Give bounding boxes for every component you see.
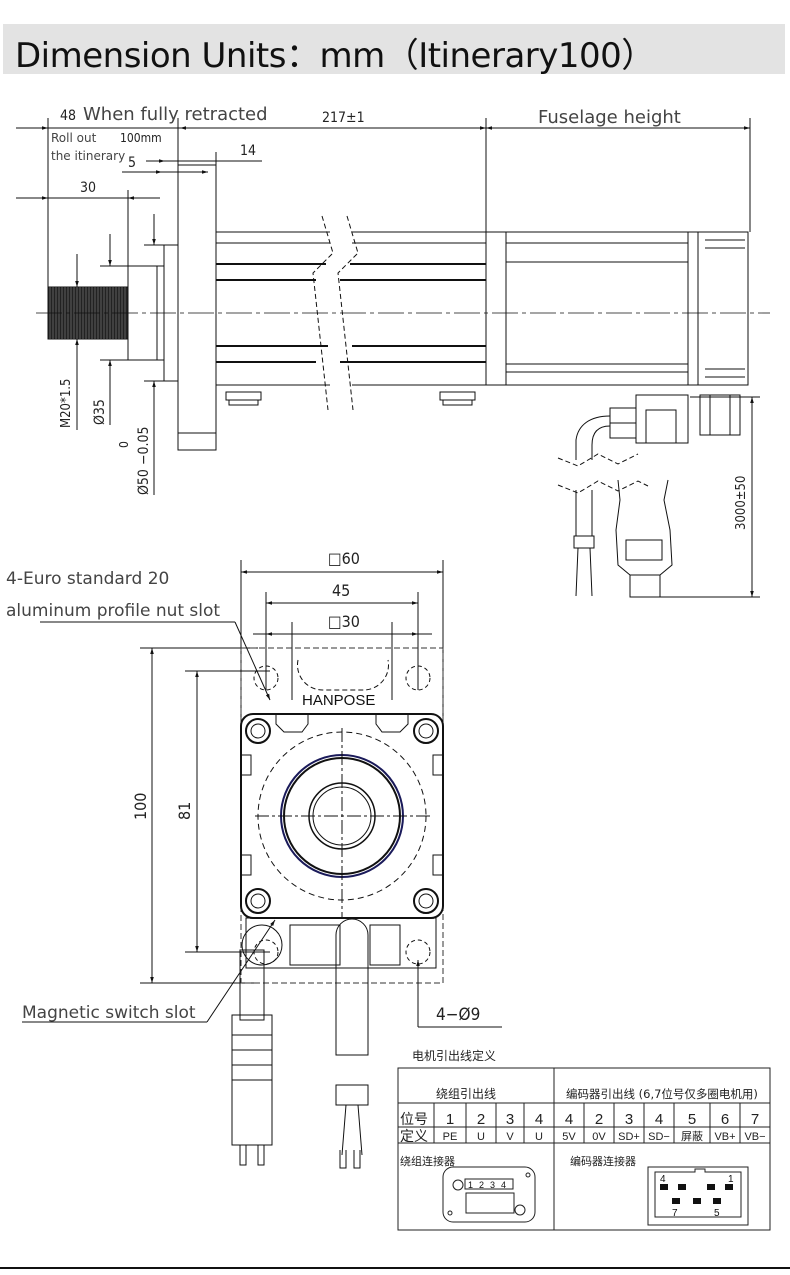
- winding-pin-label: 2: [479, 1180, 484, 1190]
- dim-thread: M20*1.5: [59, 379, 74, 428]
- pin-number-cell: 3: [625, 1111, 633, 1128]
- dim-total: 217±1: [322, 110, 365, 126]
- label-nut-slot-2: aluminum profile nut slot: [6, 601, 220, 621]
- pin-number-cell: 4: [535, 1111, 543, 1128]
- dim-30: 30: [80, 180, 96, 196]
- dim-100: 100: [131, 793, 150, 820]
- pin-definition-cell: U: [535, 1131, 543, 1143]
- dim-14: 14: [240, 143, 256, 159]
- pin-definition-cell: 5V: [562, 1131, 576, 1143]
- title-bar: Dimension Units：mm（Itinerary100）: [3, 24, 785, 76]
- pin-number-cell: 3: [506, 1111, 514, 1128]
- label-fuselage: Fuselage height: [538, 107, 681, 128]
- dim-d50-upper: 0: [117, 441, 131, 448]
- row-def-label: 定义: [400, 1129, 428, 1145]
- pin-definition-cell: SD−: [648, 1131, 670, 1143]
- row-pin-label: 位号: [400, 1112, 428, 1128]
- pin-number-cell: 1: [446, 1111, 454, 1128]
- winding-pin-label: 4: [501, 1180, 506, 1190]
- dim-cable: 3000±50: [734, 476, 749, 530]
- encoder-pin-hole: [660, 1184, 668, 1190]
- actuator-body: [216, 215, 760, 598]
- winding-connector-label: 绕组连接器: [400, 1154, 455, 1168]
- encoder-connector-label: 编码器连接器: [570, 1154, 636, 1168]
- pin-number-cell: 2: [595, 1111, 603, 1128]
- pin-definition-cell: 0V: [592, 1131, 606, 1143]
- bottom-divider: [0, 1267, 790, 1269]
- side-view: [16, 118, 770, 598]
- winding-pin-label: 1: [468, 1180, 473, 1190]
- dim-stroke: 100mm: [120, 131, 162, 145]
- dim-48: 48: [60, 108, 76, 124]
- brand-label: HANPOSE: [302, 692, 375, 709]
- encoder-pin-label: 5: [714, 1208, 720, 1219]
- encoder-pin-hole: [707, 1184, 715, 1190]
- pin-definition-cell: SD+: [618, 1131, 640, 1143]
- label-retracted: When fully retracted: [83, 104, 268, 125]
- dim-sq60: □60: [328, 549, 360, 568]
- dim-45: 45: [332, 581, 350, 600]
- encoder-pin-label: 1: [728, 1174, 734, 1185]
- pin-definition-cell: PE: [443, 1131, 458, 1143]
- dim-d50: Ø50 −0.05: [136, 426, 152, 495]
- group-encoder: 编码器引出线 (6,7位号仅多圈电机用): [566, 1087, 758, 1101]
- encoder-pin-label: 4: [660, 1174, 666, 1185]
- table-caption: 电机引出线定义: [412, 1048, 496, 1063]
- pin-number-cell: 7: [751, 1111, 759, 1128]
- dim-d35: Ø35: [92, 399, 108, 425]
- dim-sq30: □30: [328, 612, 360, 631]
- pin-number-cell: 2: [477, 1111, 485, 1128]
- wiring-table: [397, 1067, 771, 1231]
- encoder-pin-hole: [725, 1184, 733, 1190]
- pin-definition-cell: VB+: [714, 1131, 735, 1143]
- pin-definition-cell: 屏蔽: [681, 1130, 703, 1143]
- front-view: [22, 560, 502, 1169]
- corner-screws: [245, 718, 439, 914]
- encoder-pin-hole: [713, 1198, 721, 1204]
- pin-number-cell: 4: [655, 1111, 663, 1128]
- pin-definition-cell: VB−: [744, 1131, 765, 1143]
- label-nut-slot-1: 4-Euro standard 20: [6, 569, 169, 589]
- page-title: Dimension Units：mm（Itinerary100）: [15, 36, 655, 76]
- dim-holes: 4−Ø9: [436, 1005, 480, 1025]
- pin-definition-cell: V: [506, 1131, 514, 1143]
- dim-5: 5: [128, 155, 136, 171]
- pin-number-cell: 6: [721, 1111, 729, 1128]
- dim-81: 81: [175, 802, 194, 820]
- label-rollout-1: Roll out: [51, 131, 97, 145]
- pin-number-cell: 4: [565, 1111, 573, 1128]
- pin-definition-cell: U: [477, 1131, 485, 1143]
- label-magnetic: Magnetic switch slot: [22, 1003, 196, 1023]
- group-winding: 绕组引出线: [436, 1087, 496, 1101]
- encoder-pin-hole: [672, 1198, 680, 1204]
- encoder-pin-hole: [678, 1184, 686, 1190]
- winding-pin-label: 3: [490, 1180, 495, 1190]
- label-rollout-2: the itinerary: [51, 149, 125, 163]
- pin-number-cell: 5: [688, 1111, 696, 1128]
- encoder-pin-label: 7: [672, 1208, 678, 1219]
- encoder-pin-hole: [693, 1198, 701, 1204]
